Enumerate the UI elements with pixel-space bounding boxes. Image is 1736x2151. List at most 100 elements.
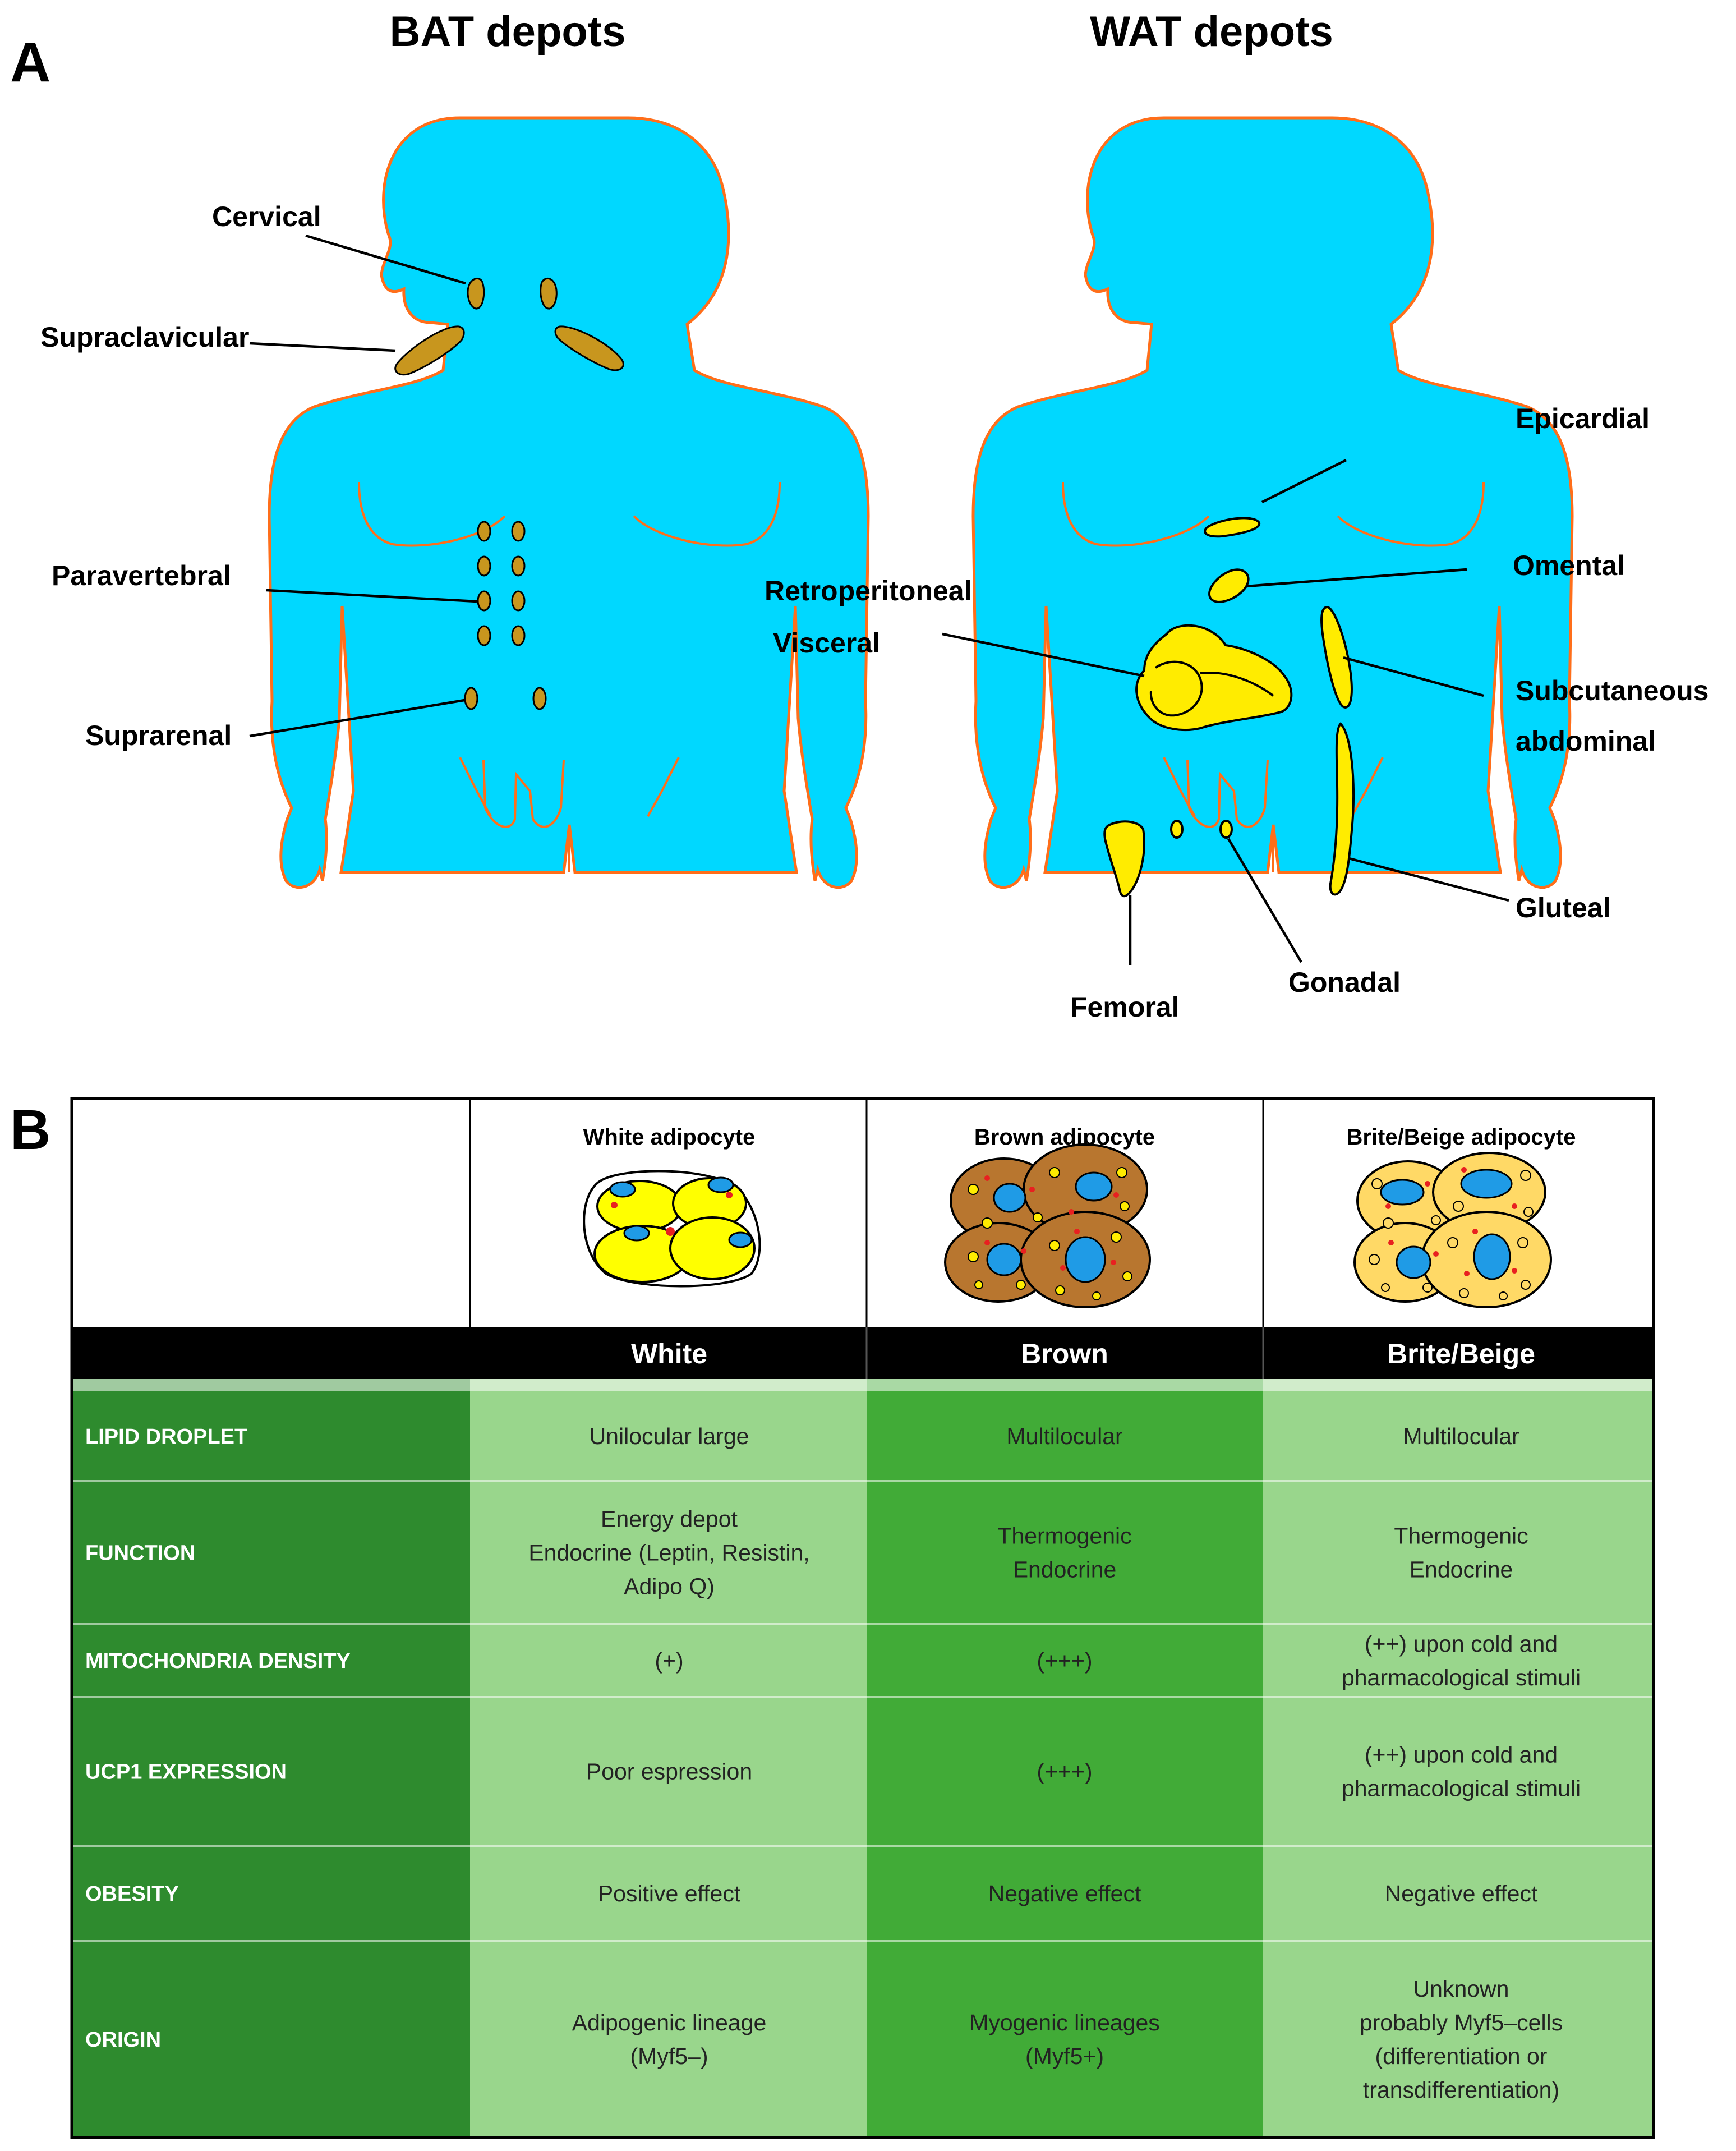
panel-b: B White adipocyte Brown adipocyte Brite/… <box>10 1097 1655 2139</box>
column-header-band <box>72 1327 1654 1379</box>
bat-paravertebral-group <box>477 521 526 646</box>
bat-supraclavicular-right <box>554 325 624 371</box>
label-abdominal: abdominal <box>1516 725 1656 757</box>
column-white: White <box>631 1338 707 1369</box>
wat-gonadal-right <box>1219 820 1233 839</box>
table-cell-text: Poor espression <box>586 1759 752 1785</box>
label-visceral: Visceral <box>773 627 880 659</box>
column-brown: Brown <box>1021 1338 1108 1369</box>
bat-body-figure: Cervical Supraclavicular Paravertebral S… <box>40 118 868 888</box>
leader-visceral <box>942 632 1145 678</box>
table-cell-text: (Myf5+) <box>1025 2043 1104 2069</box>
beige-column-bg <box>1263 1379 1654 2138</box>
table-cell-text: Multilocular <box>1403 1423 1519 1449</box>
beige-adipocyte-illustration <box>1353 1152 1552 1308</box>
label-supraclavicular: Supraclavicular <box>40 321 249 353</box>
label-subcutaneous: Subcutaneous <box>1516 675 1709 706</box>
table-cell-text: Thermogenic <box>1394 1523 1528 1549</box>
panel-a: A BAT depots WAT depots <box>10 8 1709 1023</box>
header-beige-adipocyte: Brite/Beige adipocyte <box>1346 1125 1576 1150</box>
bat-supraclavicular-left <box>394 325 465 376</box>
row-label: OBESITY <box>85 1882 179 1906</box>
header-brown-adipocyte: Brown adipocyte <box>974 1125 1155 1150</box>
wat-epicardial <box>1204 517 1261 538</box>
table-cell-text: Endocrine (Leptin, Resistin, <box>528 1540 809 1566</box>
wat-femoral <box>1103 820 1145 898</box>
table-cell-text: Endocrine <box>1013 1557 1117 1583</box>
table-cell-text: (+) <box>655 1648 683 1674</box>
table-cell-text: Negative effect <box>1385 1881 1538 1906</box>
table-cell-text: Energy depot <box>601 1506 738 1532</box>
row-label: LIPID DROPLET <box>85 1425 247 1449</box>
label-femoral: Femoral <box>1070 991 1180 1023</box>
header-white-adipocyte: White adipocyte <box>583 1125 756 1150</box>
table-cell-text: transdifferentiation) <box>1363 2077 1559 2103</box>
table-cell-text: pharmacological stimuli <box>1342 1776 1581 1801</box>
wat-body-anatomy-lines <box>1062 482 1485 872</box>
table-cell-text: Unknown <box>1413 1976 1509 2002</box>
label-retroperitoneal: Retroperitoneal <box>765 575 972 606</box>
panel-a-letter: A <box>10 31 50 94</box>
table-cell-text: Negative effect <box>988 1881 1141 1906</box>
label-column-bg <box>72 1379 470 2138</box>
row-label: FUNCTION <box>85 1542 195 1565</box>
label-suprarenal: Suprarenal <box>85 720 232 751</box>
wat-subcutaneous-abdominal <box>1320 606 1353 709</box>
table-cell-text: Endocrine <box>1410 1557 1513 1583</box>
leader-cervical <box>305 234 466 285</box>
leader-suprarenal <box>249 698 465 738</box>
wat-visceral-fold <box>1200 672 1274 697</box>
table-cell-text: Myogenic lineages <box>969 2010 1160 2035</box>
label-paravertebral: Paravertebral <box>52 560 231 591</box>
wat-gluteal <box>1329 722 1355 896</box>
leader-subcutaneous <box>1343 656 1484 697</box>
leader-epicardial <box>1261 458 1347 504</box>
table-cell-text: Multilocular <box>1006 1423 1122 1449</box>
bat-suprarenal-left <box>464 687 478 710</box>
row-label: UCP1 EXPRESSION <box>85 1761 287 1784</box>
row-label: ORIGIN <box>85 2028 161 2052</box>
row-label: MITOCHONDRIA DENSITY <box>85 1649 351 1673</box>
label-cervical: Cervical <box>212 201 321 232</box>
leader-supraclavicular <box>249 342 396 352</box>
leader-paravertebral <box>266 589 477 603</box>
label-omental: Omental <box>1513 550 1625 581</box>
table-cell-text: Unilocular large <box>590 1423 749 1449</box>
label-epicardial: Epicardial <box>1516 403 1650 434</box>
table-cell-text: Adipo Q) <box>624 1574 715 1600</box>
table-cell-text: pharmacological stimuli <box>1342 1665 1581 1690</box>
column-beige: Brite/Beige <box>1387 1338 1535 1369</box>
table-cell-text: (+++) <box>1037 1648 1092 1674</box>
table-cell-text: Thermogenic <box>997 1523 1131 1549</box>
label-gluteal: Gluteal <box>1516 892 1610 923</box>
bat-cervical-left <box>467 277 485 310</box>
table-cell-text: Adipogenic lineage <box>572 2010 767 2035</box>
table-rows: LIPID DROPLET Unilocular large Multilocula… <box>72 1423 1654 2103</box>
wat-depots-title: WAT depots <box>1090 8 1333 56</box>
table-cell-text: (++) upon cold and <box>1365 1631 1558 1657</box>
table-cell-text: Positive effect <box>598 1881 741 1906</box>
bat-cervical-right <box>540 277 558 310</box>
table-border <box>70 1097 1655 2139</box>
wat-gonadal-left <box>1170 820 1184 839</box>
wat-omental <box>1208 568 1250 603</box>
wat-body-figure: Epicardial Omental Retroperitoneal Visce… <box>765 118 1709 1023</box>
band-separator <box>72 1379 1654 1391</box>
label-gonadal: Gonadal <box>1288 967 1401 998</box>
leader-omental <box>1246 568 1467 588</box>
table-cell-text: (differentiation or <box>1375 2043 1548 2069</box>
brown-adipocyte-illustration <box>944 1143 1151 1308</box>
white-adipocyte-illustration <box>583 1170 761 1288</box>
wat-retroperitoneal <box>1149 660 1203 717</box>
leader-gonadal <box>1227 838 1302 963</box>
table-cell-text: (+++) <box>1037 1759 1092 1785</box>
table-cell-text: (Myf5–) <box>630 2043 708 2069</box>
bat-suprarenal-right <box>532 687 547 710</box>
table-cell-text: (++) upon cold and <box>1365 1742 1558 1768</box>
table-cell-text: probably Myf5–cells <box>1360 2010 1563 2035</box>
bat-depots-title: BAT depots <box>390 8 626 56</box>
brown-column-bg <box>867 1379 1263 2138</box>
panel-b-letter: B <box>10 1099 50 1161</box>
leader-gluteal <box>1348 857 1509 902</box>
